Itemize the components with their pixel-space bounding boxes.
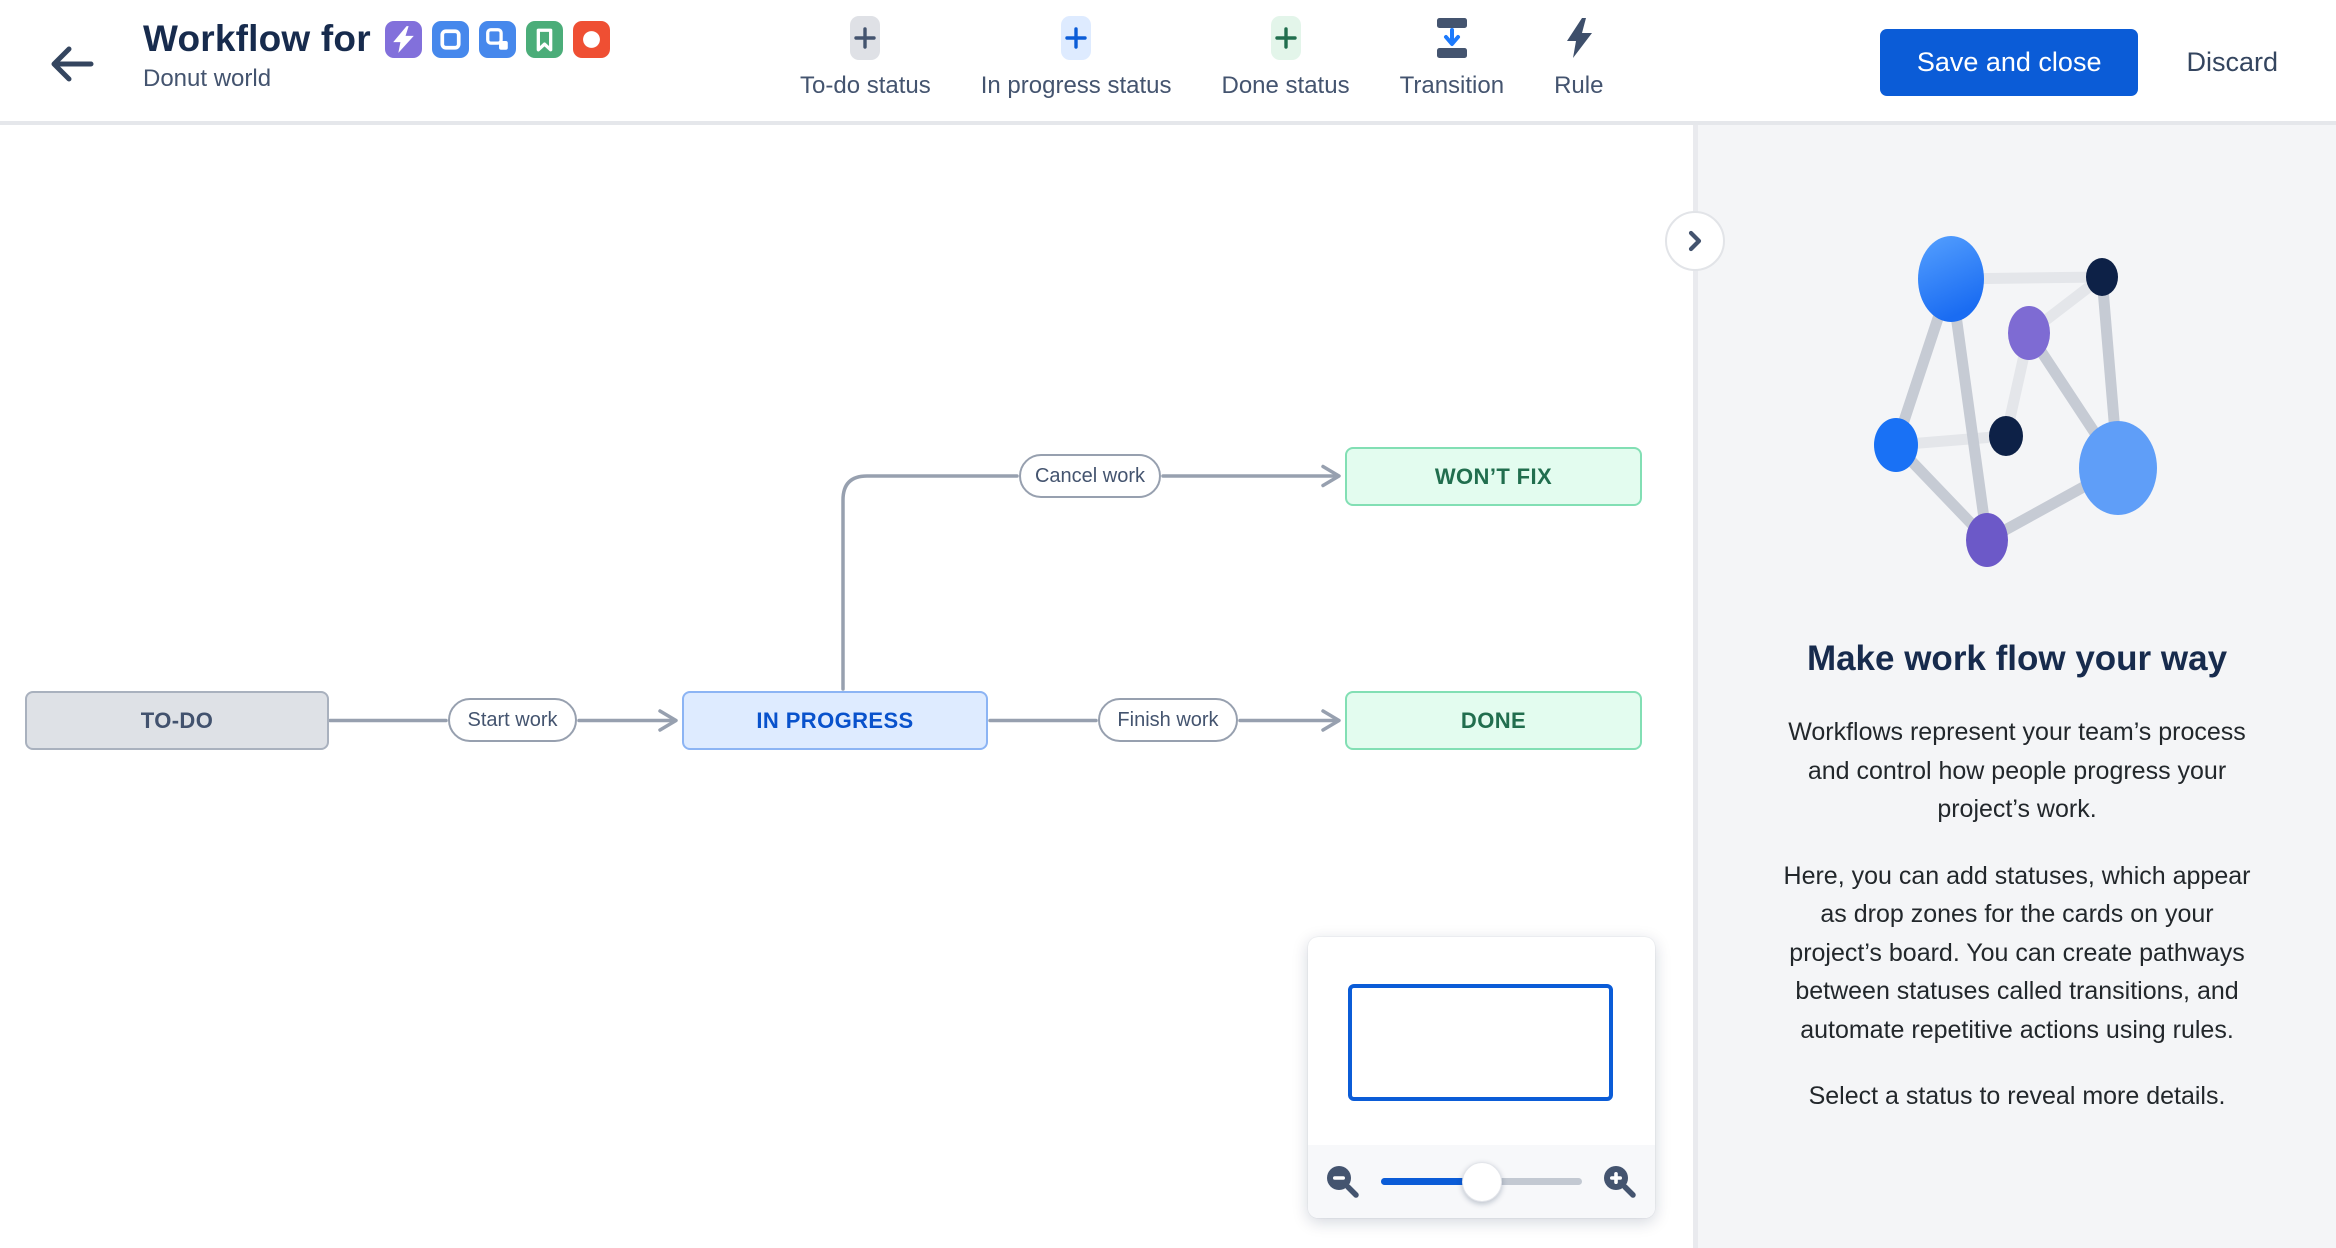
editor-toolbar: To-do status In progress status Done sta… <box>800 16 1603 100</box>
transition-cancel-work[interactable]: Cancel work <box>1019 454 1161 498</box>
bug-icon <box>572 20 610 58</box>
info-panel: Make work flow your way Workflows repres… <box>1665 125 2336 1248</box>
collapse-panel-button[interactable] <box>1665 211 1725 271</box>
epic-icon <box>384 20 422 58</box>
status-node-todo[interactable]: TO-DO <box>25 691 329 750</box>
minimap-zoom-controls <box>1308 1145 1655 1218</box>
workflow-canvas[interactable]: TO-DO IN PROGRESS DONE WON’T FIX Start w… <box>0 125 1693 1248</box>
issue-type-icons <box>384 20 610 58</box>
panel-heading: Make work flow your way <box>1806 639 2228 678</box>
task-icon <box>431 20 469 58</box>
project-name: Donut world <box>143 65 272 92</box>
zoom-in-button[interactable] <box>1601 1163 1639 1201</box>
panel-text: Workflows represent your team’s process … <box>1780 713 2254 1116</box>
add-todo-status-button[interactable]: To-do status <box>800 16 931 100</box>
panel-paragraph: Workflows represent your team’s process … <box>1788 718 2246 823</box>
add-transition-button[interactable]: Transition <box>1400 16 1504 100</box>
subtask-icon <box>478 20 516 58</box>
zoom-out-button[interactable] <box>1324 1163 1362 1201</box>
back-button[interactable] <box>44 36 100 92</box>
zoom-slider-fill <box>1381 1178 1482 1185</box>
zoom-in-icon <box>1604 1165 1636 1198</box>
panel-paragraph: Here, you can add statuses, which appear… <box>1783 861 2251 1044</box>
transition-start-work[interactable]: Start work <box>448 698 577 742</box>
plus-icon <box>850 16 881 60</box>
transition-edges <box>328 464 1341 732</box>
back-arrow-icon <box>51 46 94 82</box>
top-header: Workflow for <box>0 0 2336 125</box>
header-actions: Save and close Discard <box>1879 0 2278 125</box>
zoom-slider[interactable] <box>1381 1161 1582 1202</box>
status-node-wont-fix[interactable]: WON’T FIX <box>1345 447 1642 506</box>
panel-paragraph: Select a status to reveal more details. <box>1808 1082 2226 1110</box>
zoom-out-icon <box>1327 1165 1359 1198</box>
plus-icon <box>1270 16 1301 60</box>
save-and-close-button[interactable]: Save and close <box>1879 29 2139 96</box>
status-node-done[interactable]: DONE <box>1345 691 1642 750</box>
page-title: Workflow for <box>143 18 371 59</box>
minimap <box>1308 937 1655 1218</box>
chevron-right-icon <box>1688 230 1702 252</box>
story-icon <box>525 20 563 58</box>
add-rule-button[interactable]: Rule <box>1554 16 1603 100</box>
add-in-progress-status-button[interactable]: In progress status <box>981 16 1172 100</box>
transition-icon <box>1435 16 1469 60</box>
add-done-status-button[interactable]: Done status /* label bound below via don… <box>1222 16 1350 100</box>
zoom-slider-thumb[interactable] <box>1461 1161 1502 1202</box>
transition-finish-work[interactable]: Finish work <box>1098 698 1238 742</box>
discard-button[interactable]: Discard <box>2186 47 2278 77</box>
status-node-in-progress[interactable]: IN PROGRESS <box>682 691 988 750</box>
plus-icon <box>1061 16 1092 60</box>
minimap-viewport[interactable] <box>1348 984 1613 1101</box>
title-block: Workflow for <box>143 18 610 93</box>
lightning-icon <box>1562 16 1596 60</box>
network-illustration <box>1874 236 2157 567</box>
